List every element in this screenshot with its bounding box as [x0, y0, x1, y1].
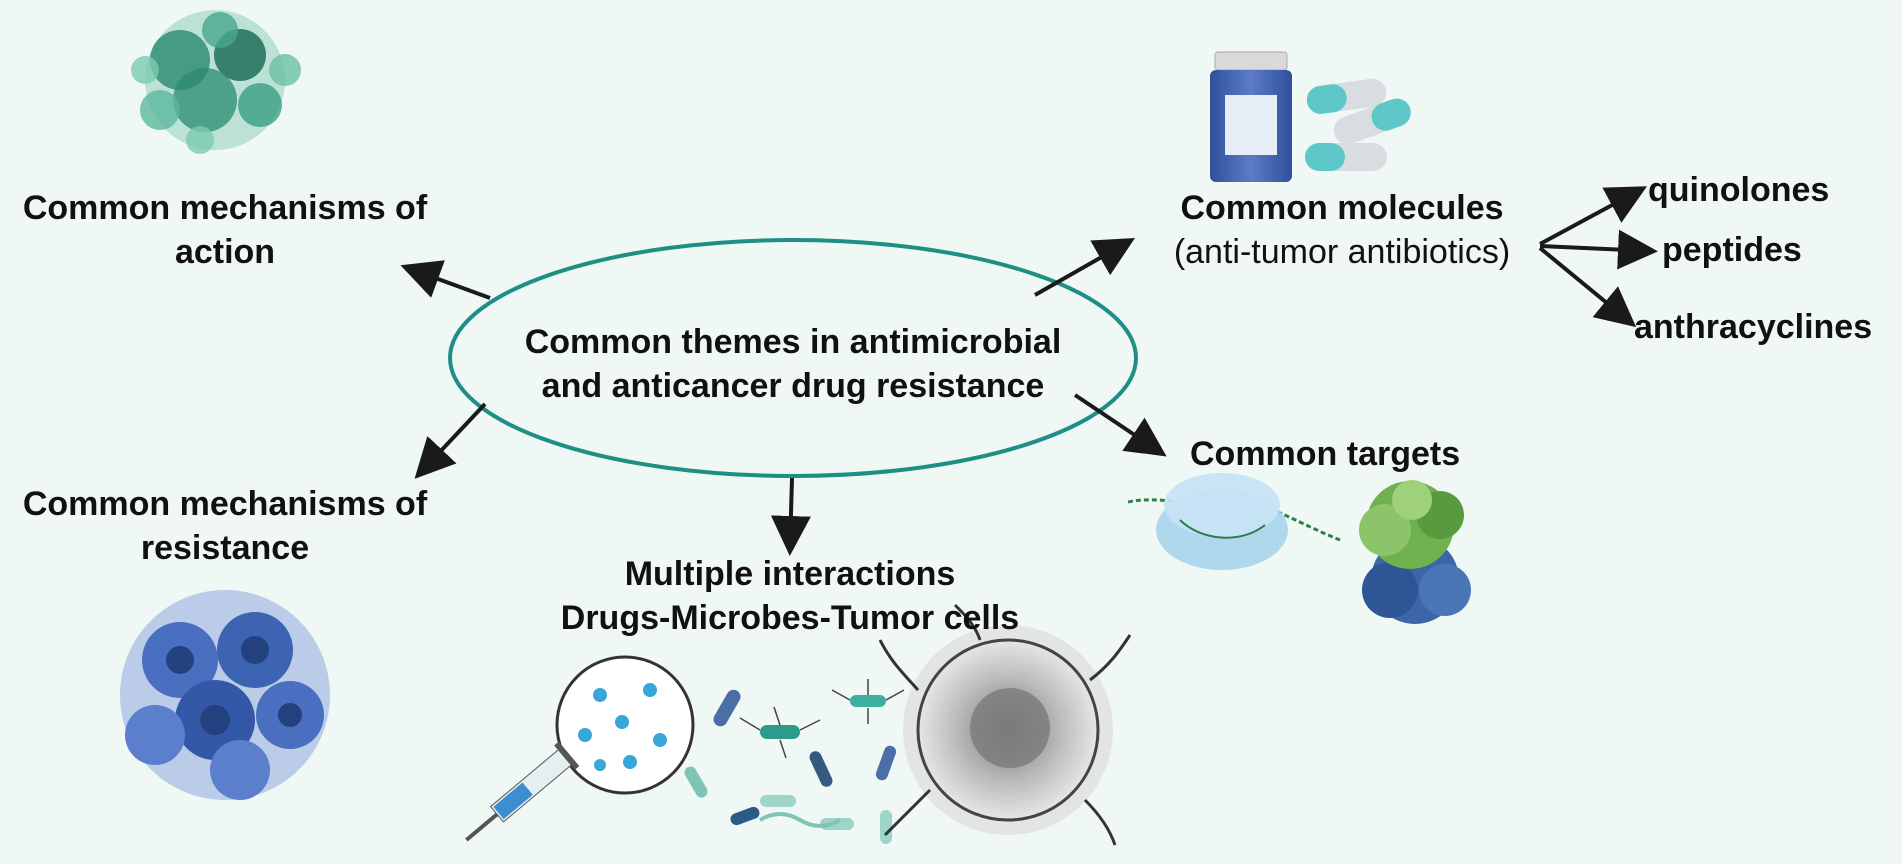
arrow-to-targets [1073, 393, 1167, 457]
label-peptides: peptides [1662, 231, 1802, 269]
label-common-targets: Common targets [1190, 435, 1461, 473]
cell-cluster-icon [131, 10, 301, 154]
pill-bottle-icon [1210, 51, 1292, 182]
protein-complex-icon [1359, 480, 1471, 624]
label-quinolones: quinolones [1648, 171, 1830, 209]
arrow-to-action [400, 260, 491, 300]
arrow-to-quinolones [1539, 186, 1648, 246]
center-title-line2: and anticancer drug resistance [541, 367, 1045, 405]
label-line: Common mechanisms of [22, 189, 428, 227]
label-line: (anti-tumor antibiotics) [1173, 233, 1511, 271]
center-title: Common themes in antimicrobial and antic… [453, 320, 1133, 408]
syringe-icon [465, 655, 695, 842]
label-line: Drugs-Microbes-Tumor cells [560, 599, 1020, 637]
arrows [400, 186, 1658, 556]
label-multiple-interactions: Multiple interactions Drugs-Microbes-Tum… [520, 552, 1060, 640]
label-line: Common molecules [1180, 189, 1504, 227]
tumor-cells-icon [120, 590, 330, 800]
label-line: Common mechanisms of [22, 485, 428, 523]
arrow-to-peptides [1539, 229, 1658, 270]
ribosome-icon [1127, 473, 1341, 570]
center-title-line1: Common themes in antimicrobial [524, 323, 1062, 361]
tumor-cell-icon [878, 603, 1132, 846]
label-line: action [174, 233, 276, 271]
arrow-to-resistance [414, 402, 487, 479]
label-mechanisms-of-resistance: Common mechanisms of resistance [0, 482, 450, 570]
arrow-to-interactions [770, 477, 811, 556]
central-ellipse [448, 238, 1138, 478]
label-common-molecules: Common molecules (anti-tumor antibiotics… [1132, 186, 1552, 274]
bacteria-icon [684, 679, 905, 844]
label-line: Multiple interactions [624, 555, 956, 593]
label-anthracyclines: anthracyclines [1634, 308, 1873, 346]
label-mechanisms-of-action: Common mechanisms of action [0, 186, 450, 274]
capsule-icon [1305, 78, 1411, 171]
label-line: resistance [140, 529, 310, 567]
arrow-to-molecules [1034, 238, 1135, 297]
arrow-to-anthracyclines [1538, 246, 1637, 328]
